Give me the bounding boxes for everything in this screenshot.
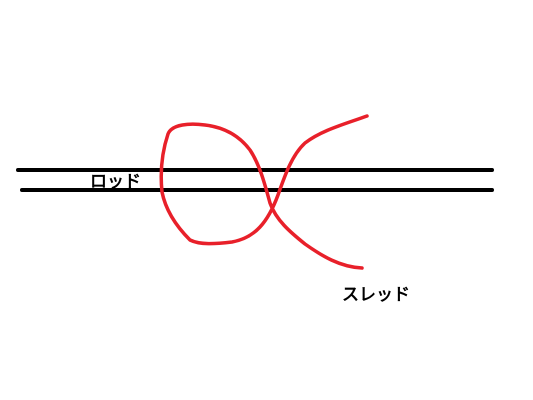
sled-label: スレッド [342, 285, 410, 305]
rod-label: ロッド [90, 172, 141, 192]
thread-loop [159, 114, 369, 270]
